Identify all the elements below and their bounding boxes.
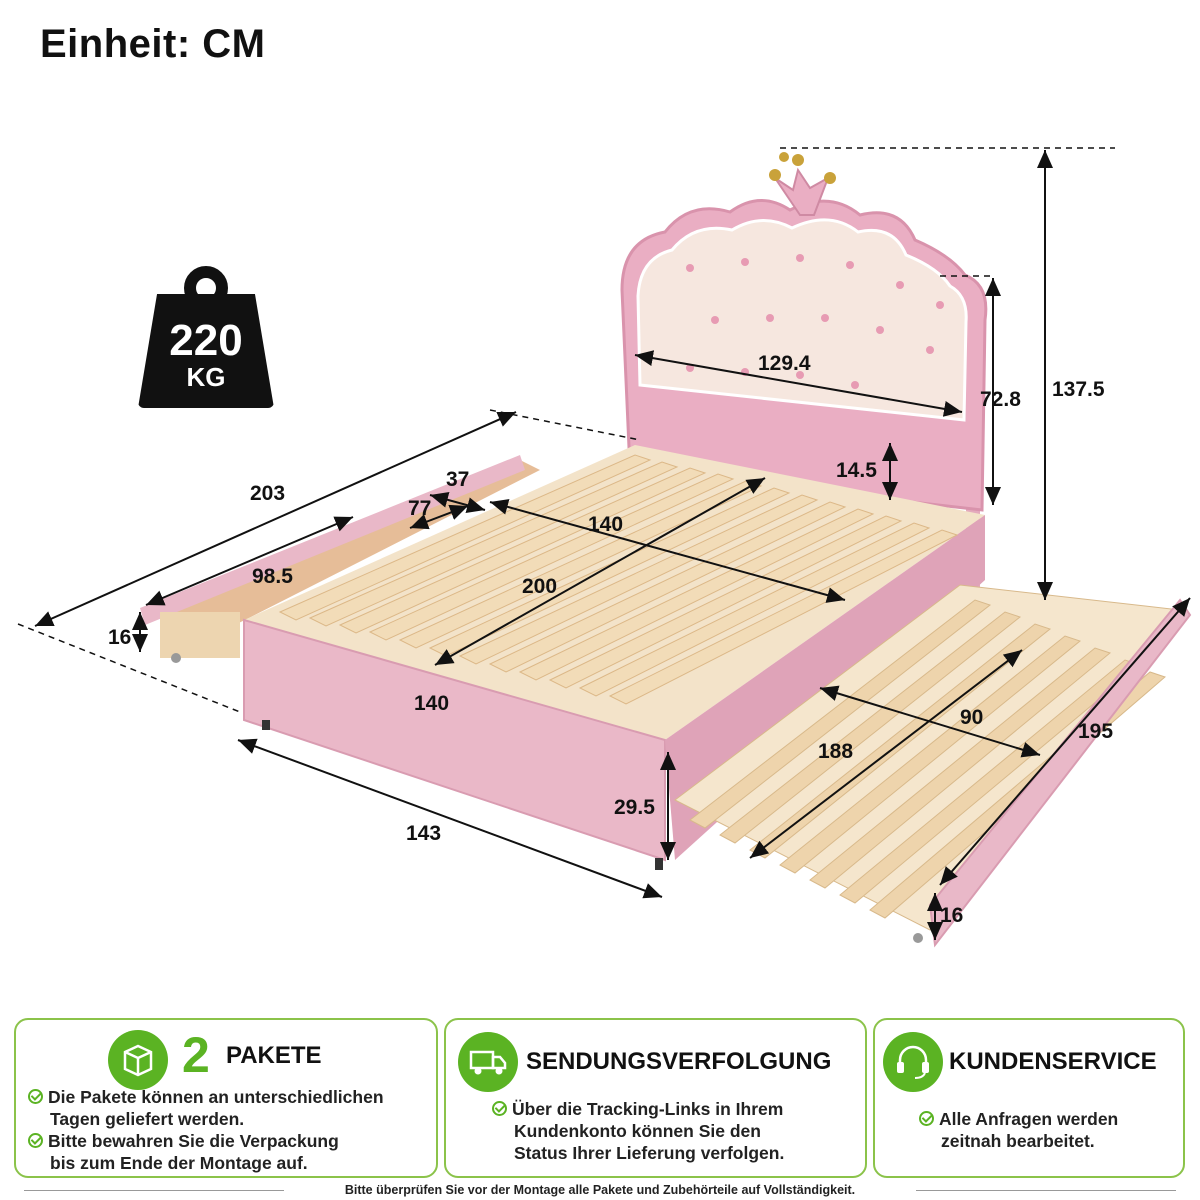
dim-slat-clearance: 14.5 — [836, 459, 877, 482]
dim-total-height: 137.5 — [1052, 378, 1105, 401]
dim-mattress-length: 200 — [522, 575, 558, 598]
footer-divider-right — [916, 1190, 1176, 1191]
footer-note: Bitte überprüfen Sie vor der Montage all… — [344, 1183, 856, 1197]
check-icon — [28, 1133, 43, 1148]
dim-drawer-height-left: 16 — [108, 626, 132, 649]
dimension-lines — [34, 150, 1191, 940]
panel-service-line-1: Alle Anfragen werden — [919, 1108, 1118, 1130]
bed-drawing — [17, 147, 1192, 948]
panel-service: KUNDENSERVICE Alle Anfragen werden zeitn… — [873, 1018, 1185, 1178]
dim-mattress-width-top: 140 — [588, 513, 624, 536]
dim-headboard-height: 72.8 — [980, 388, 1021, 411]
headset-icon — [883, 1032, 943, 1092]
dim-drawer-depth: 37 — [446, 468, 470, 491]
unit-label: Einheit: CM — [40, 22, 266, 66]
panel-tracking-title: SENDUNGSVERFOLGUNG — [526, 1048, 832, 1075]
footer-divider-left — [24, 1190, 284, 1191]
panel-packages-line-1: Die Pakete können an unterschiedlichen — [28, 1086, 384, 1108]
weight-body — [138, 294, 274, 408]
check-icon — [919, 1111, 934, 1126]
dim-bed-width: 143 — [406, 822, 442, 845]
panel-tracking-line-3: Status Ihrer Lieferung verfolgen. — [514, 1143, 785, 1163]
panel-service-line-2: zeitnah bearbeitet. — [941, 1131, 1095, 1151]
panel-packages-title: PAKETE — [226, 1042, 322, 1069]
weight-value: 220 — [169, 316, 243, 365]
extension-lines — [17, 147, 1115, 713]
dim-mattress-width-front: 140 — [414, 692, 450, 715]
panel-service-title: KUNDENSERVICE — [949, 1048, 1157, 1075]
dim-drawer-length: 98.5 — [252, 565, 293, 588]
dim-trundle-length-inner: 188 — [818, 740, 854, 763]
dim-trundle-length-outer: 195 — [1078, 720, 1114, 743]
dim-bed-length: 203 — [250, 482, 286, 505]
dim-drawer-width: 77 — [408, 497, 432, 520]
panel-tracking: SENDUNGSVERFOLGUNG Über die Tracking-Lin… — [444, 1018, 867, 1178]
package-icon — [108, 1030, 168, 1090]
panel-packages-line-4: bis zum Ende der Montage auf. — [50, 1153, 308, 1173]
crown-icon — [769, 152, 836, 216]
truck-icon — [458, 1032, 518, 1092]
dim-trundle-height: 16 — [940, 904, 964, 927]
weight-unit: KG — [186, 362, 226, 392]
panel-tracking-line-1: Über die Tracking-Links in Ihrem — [492, 1098, 783, 1120]
dim-headboard-width: 129.4 — [758, 352, 811, 375]
panel-packages-line-3: Bitte bewahren Sie die Verpackung — [28, 1130, 339, 1152]
panel-packages-count: 2 — [182, 1027, 210, 1083]
dim-trundle-width: 90 — [960, 706, 984, 729]
panel-packages: 2 PAKETE Die Pakete können an unterschie… — [14, 1018, 438, 1178]
check-icon — [492, 1101, 507, 1116]
panel-packages-line-2: Tagen geliefert werden. — [50, 1109, 245, 1129]
panel-tracking-line-2: Kundenkonto können Sie den — [514, 1121, 761, 1141]
check-icon — [28, 1089, 43, 1104]
dim-side-height: 29.5 — [614, 796, 655, 819]
weight-icon: 220 KG — [138, 266, 274, 408]
footer: Bitte überprüfen Sie vor der Montage all… — [0, 1182, 1200, 1200]
